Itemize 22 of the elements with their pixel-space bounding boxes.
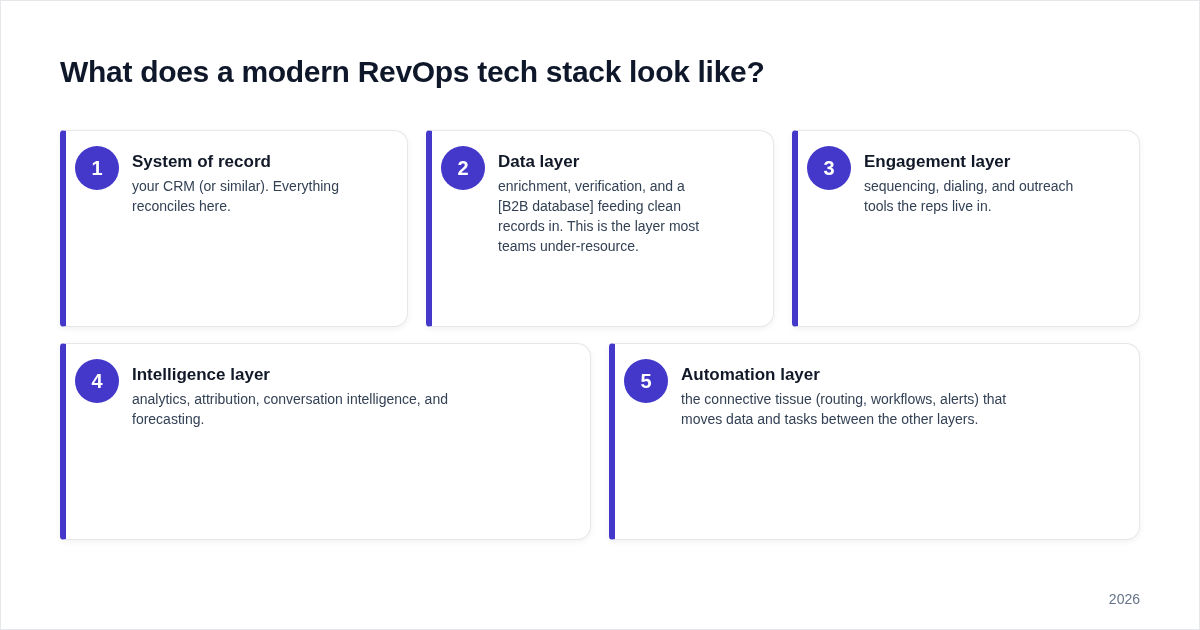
layer-card [60, 343, 591, 540]
layer-card [609, 343, 1140, 540]
card-heading: Data layer [498, 151, 580, 173]
card-heading: Automation layer [681, 364, 820, 386]
number-badge: 3 [807, 146, 851, 190]
layer-card [426, 130, 774, 327]
card-description: the connective tissue (routing, workflows, alerts) that moves data and tasks between the other layers. [681, 390, 1008, 429]
number-badge: 2 [441, 146, 485, 190]
card-heading: Engagement layer [864, 151, 1011, 173]
page-title: What does a modern RevOps tech stack look like? [60, 55, 765, 89]
layer-card [60, 130, 408, 327]
card-description: enrichment, verification, and a [B2B database] feeding clean records in. This is the layer most teams under-resource. [498, 177, 701, 256]
number-badge: 1 [75, 146, 119, 190]
number-badge: 5 [624, 359, 668, 403]
number-badge: 4 [75, 359, 119, 403]
card-description: analytics, attribution, conversation intelligence, and forecasting. [132, 390, 449, 429]
year-label: 2026 [1108, 591, 1140, 607]
card-heading: System of record [132, 151, 271, 173]
card-description: your CRM (or similar). Everything reconciles here. [132, 177, 340, 216]
card-heading: Intelligence layer [132, 364, 270, 386]
layer-card [792, 130, 1140, 327]
card-description: sequencing, dialing, and outreach tools the reps live in. [864, 177, 1075, 216]
